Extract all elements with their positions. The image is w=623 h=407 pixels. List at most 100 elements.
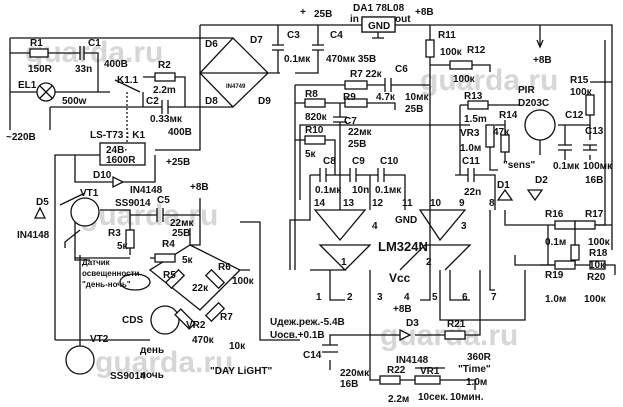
component-label: "DAY LiGHT"	[210, 366, 273, 377]
component-label: SS9014	[110, 371, 146, 382]
component-label: 1.0м	[466, 377, 487, 388]
component-label: 10мин.	[450, 392, 484, 403]
component-label: C2	[146, 96, 159, 107]
component-label: 2.2m	[153, 85, 176, 96]
component-label: SS9014	[115, 198, 151, 209]
component-label: +8B	[393, 304, 412, 315]
sensor-icon	[119, 273, 151, 291]
component-label: +	[300, 7, 306, 18]
component-label: "sens"	[503, 160, 536, 171]
component-label: 24B·	[106, 145, 128, 156]
component-label: 2.2м	[388, 394, 409, 405]
component-label: Uдеж.реж.-5.4B	[270, 317, 345, 328]
component-label: 10к	[589, 260, 606, 271]
component-label: R10	[305, 125, 324, 136]
component-label: PIR	[518, 85, 535, 96]
component-label: GND	[368, 21, 390, 32]
component-label: 1600R	[106, 155, 136, 166]
component-label: 5	[432, 292, 438, 303]
component-label: 0.1мк	[315, 185, 342, 196]
component-label: Uосв.+0.1B	[270, 330, 325, 341]
component-label: 10мк	[405, 92, 430, 103]
component-label: C11	[462, 156, 480, 167]
component-label: +8B	[415, 7, 434, 18]
component-label: "Time"	[458, 364, 491, 375]
component-label: D3	[406, 318, 419, 329]
component-label: R8	[305, 89, 318, 100]
component-label: R21	[447, 319, 466, 330]
component-label: R3	[108, 228, 121, 239]
component-label: 100к	[584, 294, 607, 305]
component-label: 1.5m	[464, 114, 487, 125]
component-label: 470к	[192, 335, 215, 346]
component-label: ~220B	[6, 132, 36, 143]
component-label: D1	[497, 180, 510, 191]
component-label: R20	[587, 272, 606, 283]
component-label: R7	[220, 312, 233, 323]
component-label: 1	[316, 292, 322, 303]
component-label: 10к	[229, 341, 246, 352]
relay-coil-k1	[99, 142, 146, 166]
component-label: 3	[377, 292, 383, 303]
component-label: 25B	[405, 104, 423, 115]
component-label: C10	[380, 156, 399, 167]
component-label: C5	[157, 195, 170, 206]
component-label: R6	[218, 262, 231, 273]
component-label: VR2	[186, 320, 206, 331]
component-label: 4	[372, 221, 378, 232]
component-label: guarda.ru	[420, 64, 558, 97]
component-label: C12	[565, 110, 584, 121]
component-label: R18	[589, 248, 608, 259]
component-label: R15	[570, 75, 589, 86]
photoresistor-cds	[150, 305, 180, 335]
component-label: C4	[330, 30, 343, 41]
component-label: 10сек.	[418, 392, 448, 403]
component-label: C8	[323, 156, 336, 167]
component-label: C9	[352, 156, 365, 167]
component-label: C3	[287, 30, 300, 41]
component-label: 100к	[453, 74, 476, 85]
component-label: 470мк 35B	[326, 54, 376, 65]
component-label: 820к	[305, 112, 328, 123]
component-label: 1.0м	[460, 143, 481, 154]
component-label: EL1	[18, 80, 37, 91]
component-label: 22к	[192, 283, 209, 294]
component-label: 0.33мк	[150, 114, 183, 125]
component-label: 100к	[570, 87, 593, 98]
component-label: Vcc	[389, 271, 411, 285]
component-label: 0.1мк	[284, 54, 311, 65]
component-label: 100к	[440, 47, 463, 58]
component-label: GND	[395, 215, 417, 226]
component-label: "день-ночь"	[82, 280, 131, 289]
component-label: 4.7к	[376, 92, 396, 103]
component-label: 500w	[62, 96, 87, 107]
component-label: 14	[314, 198, 326, 209]
component-label: R5	[163, 270, 176, 281]
component-label: 5к	[305, 149, 317, 160]
component-label: 16B	[585, 175, 603, 186]
component-label: R19	[545, 270, 564, 281]
transistor-vt2	[65, 345, 95, 375]
component-label: освещенности	[82, 269, 140, 278]
component-label: 9	[459, 198, 465, 209]
component-label: день	[140, 345, 164, 356]
component-label: VR1	[420, 366, 440, 377]
component-label: 7	[491, 292, 497, 303]
component-label: 5к	[117, 241, 129, 252]
component-label: CDS	[122, 315, 143, 326]
component-label: R17	[585, 209, 604, 220]
component-label: in	[350, 14, 359, 25]
component-label: C14	[303, 350, 322, 361]
component-label: +8B	[533, 55, 552, 66]
component-label: 400B	[168, 127, 192, 138]
component-label: LM324N	[378, 239, 428, 254]
component-label: D8	[205, 96, 218, 107]
component-label: 0.1мк	[375, 185, 402, 196]
component-label: 5к	[182, 255, 194, 266]
component-label: +25B	[166, 157, 190, 168]
component-label: 400B	[104, 59, 128, 70]
component-label: D2	[535, 175, 548, 186]
component-label: C1	[88, 38, 101, 49]
